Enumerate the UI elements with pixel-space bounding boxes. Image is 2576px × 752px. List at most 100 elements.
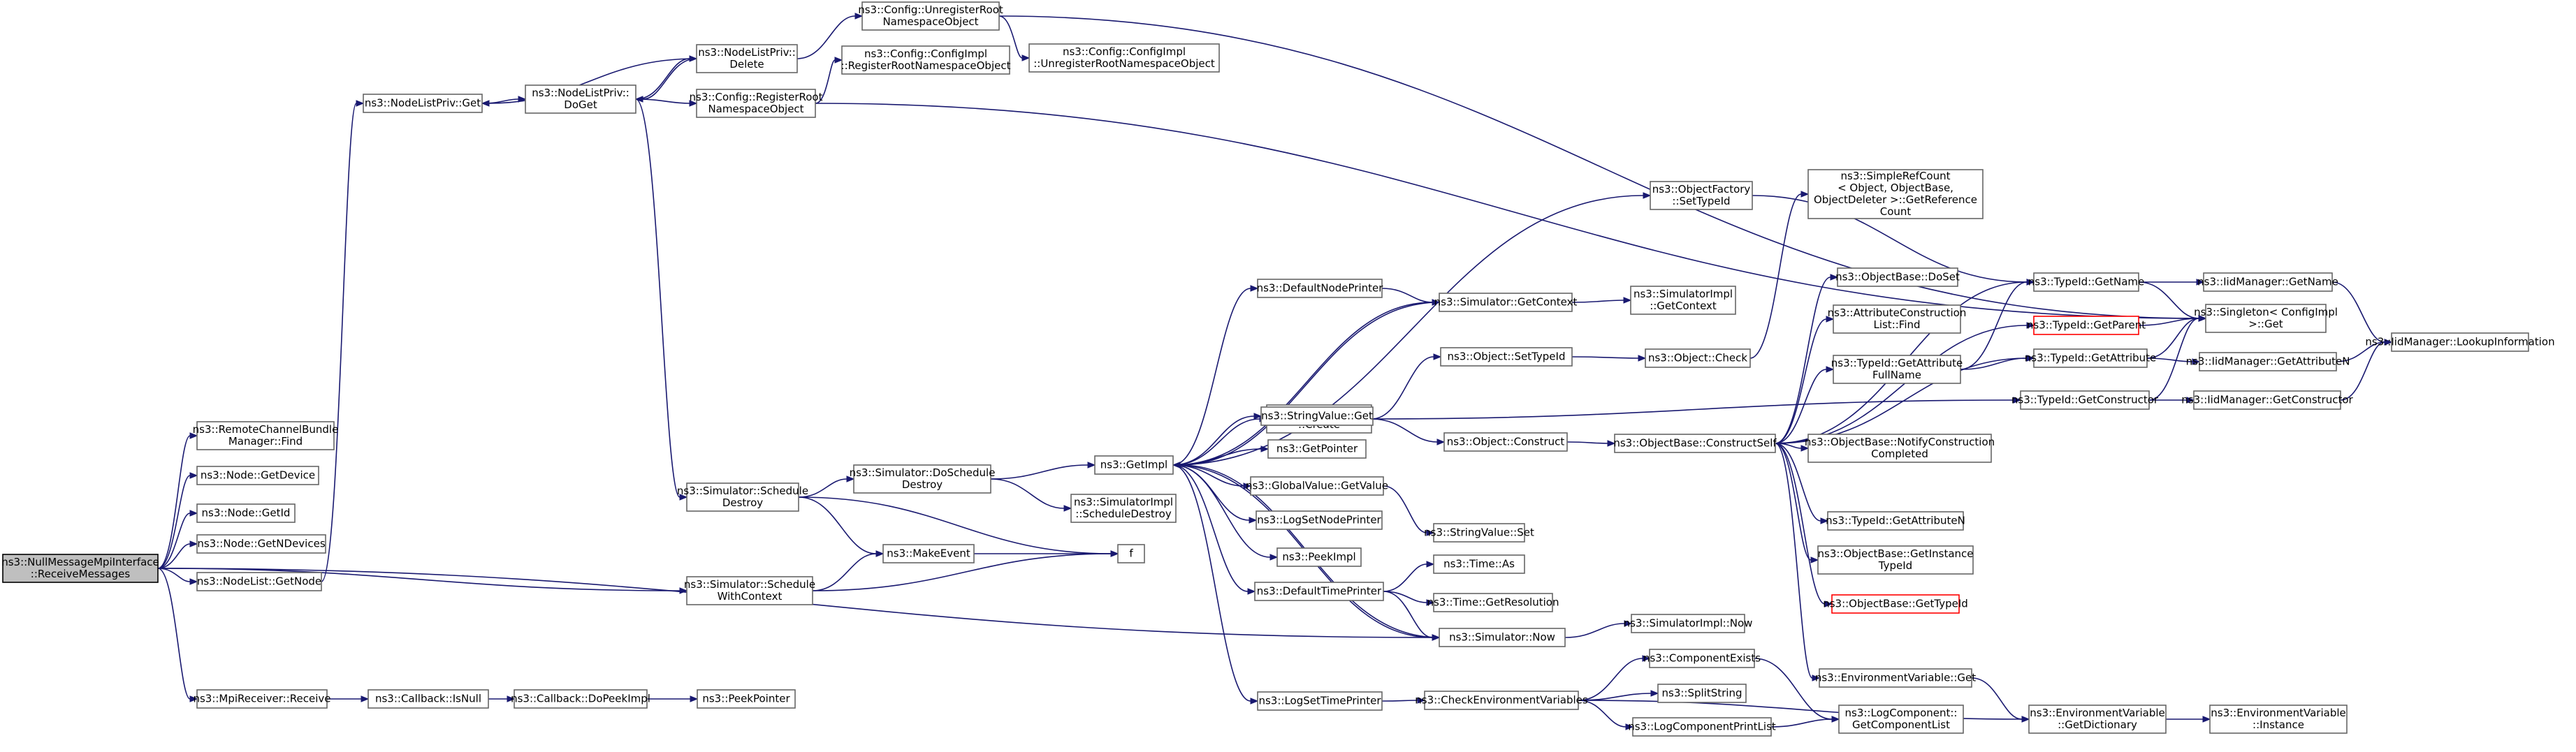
node-f[interactable]: f	[1117, 544, 1145, 563]
edge-compexists-to-logcompget	[1754, 658, 1840, 723]
node-envgetdict[interactable]: ns3::EnvironmentVariable::GetDictionary	[2028, 705, 2167, 734]
node-objcheck[interactable]: ns3::Object::Check	[1645, 348, 1751, 368]
node-envinstance[interactable]: ns3::EnvironmentVariable::Instance	[2209, 705, 2348, 734]
node-box	[1254, 582, 1384, 601]
node-splitstr[interactable]: ns3::SplitString	[1657, 684, 1747, 703]
node-getid[interactable]: ns3::Node::GetId	[196, 503, 296, 523]
node-strvalget[interactable]: ns3::StringValue::Get	[1260, 406, 1374, 426]
node-objbasegettid[interactable]: ns3::ObjectBase::GetTypeId	[1823, 594, 1968, 614]
node-nlpdelete[interactable]: ns3::NodeListPriv::Delete	[696, 44, 798, 73]
edge-checkenv-to-logcompprint	[1578, 700, 1634, 730]
node-iidgetname[interactable]: ns3::IidManager::GetName	[2197, 272, 2338, 292]
node-defnodeprinter[interactable]: ns3::DefaultNodePrinter	[1257, 279, 1384, 298]
node-label: ns3::StringValue::Get	[1261, 410, 1373, 422]
node-label: ns3::Callback::IsNull	[375, 693, 481, 705]
edge-objconstruct-to-objbasecons	[1566, 440, 1616, 447]
node-checkenv[interactable]: ns3::CheckEnvironmentVariables	[1415, 691, 1588, 710]
node-box	[1256, 510, 1383, 530]
node-simgetctx[interactable]: ns3::Simulator::GetContext	[1434, 293, 1578, 312]
node-objconstruct[interactable]: ns3::Object::Construct	[1443, 432, 1568, 452]
node-logcompget[interactable]: ns3::LogComponent::GetComponentList	[1838, 705, 1964, 734]
node-box	[1094, 455, 1174, 475]
node-getndev[interactable]: ns3::Node::GetNDevices	[196, 534, 326, 554]
node-timeres[interactable]: ns3::Time::GetResolution	[1427, 593, 1559, 612]
node-iidlookup[interactable]: ns3::IidManager::LookupInformation	[2365, 332, 2555, 352]
node-objbasenotify[interactable]: ns3::ObjectBase::NotifyConstructionCompl…	[1805, 434, 1995, 463]
edge-objfactcreate-to-objconstruct	[1371, 418, 1446, 445]
node-label: ns3::NodeListPriv::	[532, 87, 630, 99]
node-cfgunreg[interactable]: ns3::Config::UnregisterRootNamespaceObje…	[858, 1, 1003, 31]
node-cbdopeek[interactable]: ns3::Callback::DoPeekImpl	[511, 689, 650, 709]
node-tidgetattr[interactable]: ns3::TypeId::GetAttribute	[2025, 348, 2156, 368]
node-tidgetcons[interactable]: ns3::TypeId::GetConstructor	[2011, 390, 2159, 410]
node-simsched[interactable]: ns3::Simulator::ScheduleDestroy	[677, 482, 808, 512]
edge-cfgreg-to-singleton	[815, 103, 2207, 322]
node-compexists[interactable]: ns3::ComponentExists	[1643, 649, 1761, 668]
node-simimplsched[interactable]: ns3::SimulatorImpl::ScheduleDestroy	[1070, 494, 1177, 523]
call-edges	[157, 13, 2393, 730]
edge-getimpl-to-objfactsettid	[1172, 192, 1652, 466]
node-singleton[interactable]: ns3::Singleton< ConfigImpl >::Get	[2194, 304, 2338, 333]
node-logsettime[interactable]: ns3::LogSetTimePrinter	[1257, 691, 1383, 711]
node-peekptr[interactable]: ns3::PeekPointer	[697, 689, 796, 709]
node-makeevent[interactable]: ns3::MakeEvent	[882, 544, 975, 563]
node-simnow[interactable]: ns3::Simulator::Now	[1439, 628, 1566, 647]
node-getpointer[interactable]: ns3::GetPointer	[1267, 439, 1367, 459]
node-root[interactable]: ns3::NullMessageMpiInterface::ReceiveMes…	[1, 554, 159, 583]
node-globalval[interactable]: ns3::GlobalValue::GetValue	[1246, 476, 1388, 496]
edge-simnow-to-simimplnow	[1564, 620, 1633, 638]
node-objbasecons[interactable]: ns3::ObjectBase::ConstructSelf	[1613, 434, 1777, 453]
node-simplerefcount[interactable]: ns3::SimpleRefCount< Object, ObjectBase,…	[1807, 169, 1984, 219]
node-simimplnow[interactable]: ns3::SimulatorImpl::Now	[1624, 614, 1753, 633]
node-envget[interactable]: ns3::EnvironmentVariable::Get	[1815, 668, 1976, 688]
node-iidgetcons[interactable]: ns3::IidManager::GetConstructor	[2181, 390, 2354, 410]
node-label: ns3::TypeId::GetParent	[2027, 319, 2146, 332]
edge-nlpdoget-to-simsched	[635, 98, 688, 501]
edge-tidgetattrfull-to-tidgetname	[1960, 279, 2035, 370]
node-box	[1117, 544, 1145, 563]
node-cfgimplreg[interactable]: ns3::Config::ConfigImpl::RegisterRootNam…	[841, 45, 1011, 75]
node-nlpget[interactable]: ns3::NodeListPriv::Get	[363, 94, 483, 113]
node-cbisnull[interactable]: ns3::Callback::IsNull	[368, 689, 489, 709]
node-timeas[interactable]: ns3::Time::As	[1433, 554, 1525, 574]
node-simimplgetctx[interactable]: ns3::SimulatorImpl::GetContext	[1630, 286, 1736, 315]
node-nodelistget[interactable]: ns3::NodeList::GetNode	[196, 572, 322, 591]
node-box	[1632, 717, 1772, 737]
node-nlpdoget[interactable]: ns3::NodeListPriv::DoGet	[525, 84, 636, 114]
node-peekimpl[interactable]: ns3::PeekImpl	[1276, 547, 1362, 567]
node-logsetnode[interactable]: ns3::LogSetNodePrinter	[1256, 510, 1383, 530]
edge-simgetctx-to-simimplgetctx	[1571, 297, 1632, 304]
node-label: ns3::TypeId::GetName	[2028, 276, 2144, 288]
node-getimpl[interactable]: ns3::GetImpl	[1094, 455, 1174, 475]
edge-iidgetcons-to-iidlookup	[2340, 339, 2393, 401]
node-tidgetparent[interactable]: ns3::TypeId::GetParent	[2027, 316, 2146, 335]
node-getdevice[interactable]: ns3::Node::GetDevice	[196, 466, 319, 485]
edge-simsched-to-makeevent	[798, 496, 885, 557]
node-label: ns3::StringValue::Set	[1424, 526, 1534, 539]
node-strvalset[interactable]: ns3::StringValue::Set	[1424, 523, 1534, 543]
node-cfgreg[interactable]: ns3::Config::RegisterRootNamespaceObject	[690, 89, 823, 118]
node-objbasedoset[interactable]: ns3::ObjectBase::DoSet	[1835, 267, 1960, 287]
node-objsettid[interactable]: ns3::Object::SetTypeId	[1440, 347, 1573, 367]
node-label: ns3::Simulator::Schedule	[684, 578, 815, 591]
node-mpirecv[interactable]: ns3::MpiReceiver::Receive	[193, 689, 331, 709]
node-objfactsettid[interactable]: ns3::ObjectFactory::SetTypeId	[1650, 181, 1753, 210]
node-label: ns3::SimulatorImpl::Now	[1624, 617, 1753, 630]
node-iidgetattrn[interactable]: ns3::IidManager::GetAttributeN	[2186, 352, 2350, 371]
node-box	[363, 94, 483, 113]
node-deftimeprinter[interactable]: ns3::DefaultTimePrinter	[1254, 582, 1384, 601]
node-label: DoGet	[564, 98, 597, 111]
node-label: ns3::IidManager::GetName	[2197, 276, 2338, 288]
edge-objbasecons-to-objbasegetinst	[1775, 443, 1819, 563]
node-tidgetname[interactable]: ns3::TypeId::GetName	[2028, 272, 2144, 292]
node-cfgimplunreg[interactable]: ns3::Config::ConfigImpl::UnregisterRootN…	[1028, 43, 1220, 73]
node-tidgetattrn[interactable]: ns3::TypeId::GetAttributeN	[1826, 511, 1965, 531]
node-label: ns3::SplitString	[1662, 687, 1742, 700]
node-logcompprint[interactable]: ns3::LogComponentPrintList	[1628, 717, 1776, 737]
